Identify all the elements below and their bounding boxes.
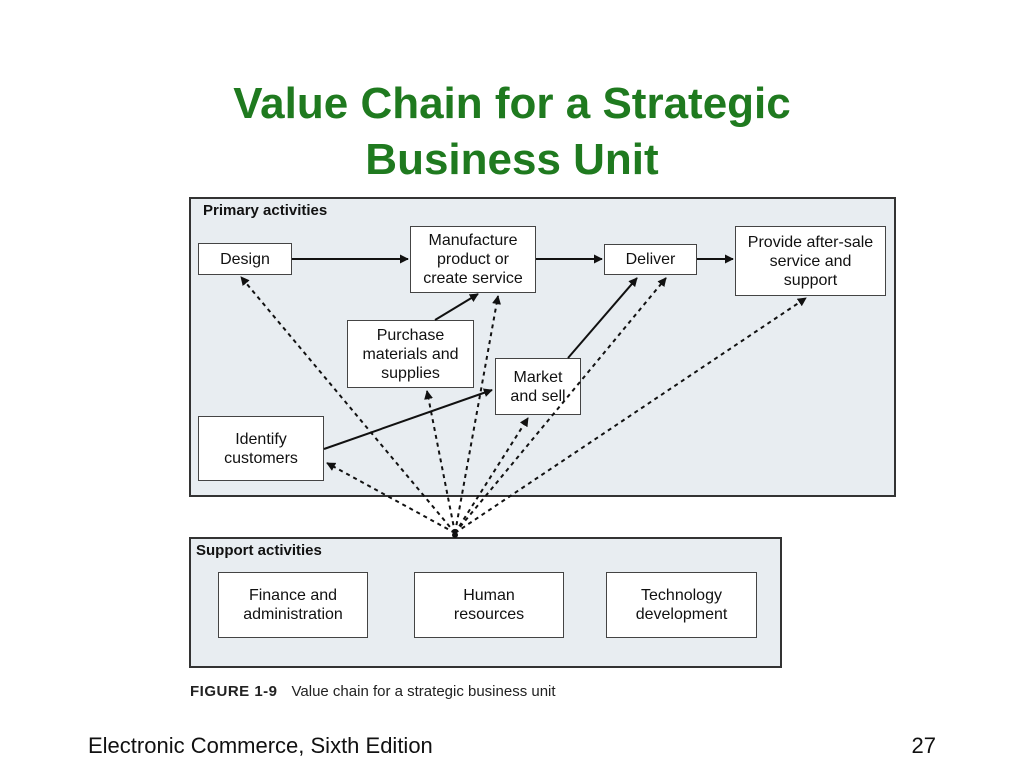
figure-number: FIGURE 1-9	[190, 683, 278, 700]
market-box: Market and sell	[495, 358, 581, 415]
arrow-market-to-deliver	[567, 277, 638, 359]
technology-box: Technology development	[606, 572, 757, 638]
page-number: 27	[911, 733, 936, 758]
dashed-arrow-to-after-sale	[454, 297, 807, 534]
dashed-arrow-to-design	[240, 276, 456, 534]
purchase-box: Purchase materials and supplies	[347, 320, 474, 388]
dashed-arrow-to-deliver	[454, 277, 667, 534]
slide-title: Value Chain for a Strategic Business Uni…	[0, 76, 1024, 188]
finance-box: Finance and administration	[218, 572, 368, 638]
dashed-arrow-to-manufacture	[454, 295, 501, 534]
slide-title-line-2: Business Unit	[365, 135, 659, 184]
dashed-arrow-to-identify	[326, 462, 456, 534]
manufacture-box: Manufacture product or create service	[410, 226, 536, 293]
arrow-identify-to-market	[323, 388, 493, 450]
arrow-purchase-to-manufacture	[434, 293, 479, 321]
after-sale-box: Provide after-sale service and support	[735, 226, 886, 296]
footer-text: Electronic Commerce, Sixth Edition	[88, 733, 433, 758]
support-activities-label: Support activities	[196, 542, 322, 559]
figure-caption: FIGURE 1-9 Value chain for a strategic bu…	[190, 683, 556, 700]
design-box: Design	[198, 243, 292, 275]
identify-customers-box: Identify customers	[198, 416, 324, 481]
deliver-box: Deliver	[604, 244, 697, 275]
figure-caption-text: Value chain for a strategic business uni…	[291, 683, 556, 700]
primary-activities-label: Primary activities	[203, 202, 328, 219]
dashed-arrow-to-market	[454, 417, 529, 534]
human-resources-box: Human resources	[414, 572, 564, 638]
slide-title-line-1: Value Chain for a Strategic	[233, 79, 791, 128]
dashed-arrow-to-purchase	[424, 390, 456, 534]
support-hub-dot	[452, 532, 458, 538]
